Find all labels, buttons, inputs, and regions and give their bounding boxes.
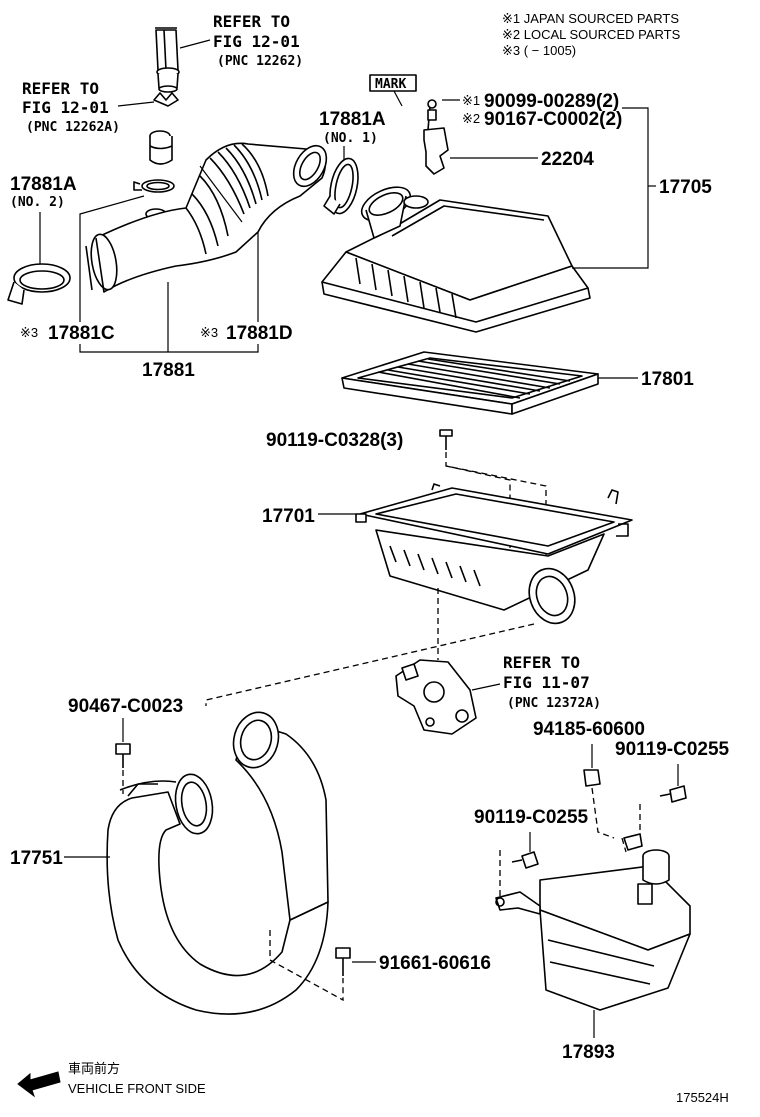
svg-text:(PNC 12262): (PNC 12262) [217, 54, 303, 69]
upper-hose-reference-drawing [155, 27, 180, 93]
part-90167-C0002: 90167-C0002(2) [484, 109, 622, 130]
screw-90119-c0328-drawing [439, 429, 453, 450]
intake-hose-drawing [106, 711, 329, 1015]
svg-text:(PNC 12262A): (PNC 12262A) [26, 120, 120, 135]
svg-text:FIG 11-07: FIG 11-07 [503, 673, 590, 692]
part-90099-00289: 90099-00289(2) [484, 91, 619, 112]
part-17881C: 17881C [48, 323, 115, 344]
part-17881D-prefix: ※3 [200, 325, 218, 340]
hose-connector-drawing [149, 130, 173, 165]
front-direction-arrow-icon [17, 1071, 61, 1098]
part-90119-C0328: 90119-C0328(3) [266, 430, 403, 451]
part-90467-C0023: 90467-C0023 [68, 696, 183, 717]
part-17881: 17881 [142, 360, 195, 381]
hose-clamp-no1-drawing [323, 157, 359, 215]
reference-fig-11-07: REFER TO FIG 11-07 (PNC 12372A) [471, 653, 601, 711]
reference-fig-12-01-upper: REFER TO FIG 12-01 (PNC 12262) [179, 12, 303, 69]
air-cleaner-case-drawing [355, 483, 633, 625]
part-17705: 17705 [659, 177, 712, 198]
nut-94185-drawing [583, 769, 601, 787]
part-90119-C0255-lower: 90119-C0255 [474, 807, 589, 828]
mark-label-box: MARK [369, 74, 417, 107]
part-90167-prefix: ※2 [462, 111, 480, 126]
resonator-drawing [495, 849, 691, 1011]
note-date-range: ※3 ( − 1005) [502, 43, 576, 58]
svg-text:(PNC 12372A): (PNC 12372A) [507, 696, 601, 711]
part-17701: 17701 [262, 506, 315, 527]
part-17881A-no1-sub: (NO. 1) [323, 131, 378, 146]
note-japan-sourced: ※1 JAPAN SOURCED PARTS [502, 11, 679, 26]
hose-clamp-no2-drawing [7, 263, 71, 305]
part-90099-prefix: ※1 [462, 93, 480, 108]
part-94185-60600: 94185-60600 [533, 719, 645, 740]
part-91661-60616: 91661-60616 [379, 953, 491, 974]
svg-text:REFER TO: REFER TO [503, 653, 580, 672]
bolt-90119-c0255-b-drawing [511, 851, 539, 869]
part-17893: 17893 [562, 1042, 615, 1063]
bracket-reference-drawing [395, 659, 477, 735]
bolt-90467-drawing [115, 743, 131, 768]
svg-text:REFER TO: REFER TO [22, 79, 99, 98]
svg-text:FIG 12-01: FIG 12-01 [22, 98, 109, 117]
part-90119-C0255-upper: 90119-C0255 [615, 739, 730, 760]
svg-text:MARK: MARK [375, 77, 406, 92]
air-cleaner-cap-drawing [321, 186, 591, 333]
reference-fig-12-01-lower: REFER TO FIG 12-01 (PNC 12262A) [22, 79, 155, 135]
air-flow-meter-drawing [423, 99, 449, 175]
part-17751: 17751 [10, 848, 63, 869]
air-filter-element-drawing [341, 351, 599, 415]
air-cleaner-hose-drawing [85, 142, 328, 293]
part-22204: 22204 [541, 149, 594, 170]
part-17881D: 17881D [226, 323, 293, 344]
hose-clip-drawing [153, 92, 179, 107]
part-17801: 17801 [641, 369, 694, 390]
part-17881A-no1: 17881A [319, 109, 386, 130]
svg-text:FIG 12-01: FIG 12-01 [213, 32, 300, 51]
illustration-code: 175524H [676, 1090, 729, 1105]
part-17881A-no2: 17881A [10, 174, 77, 195]
footer-vehicle-front-side: VEHICLE FRONT SIDE [68, 1081, 206, 1096]
bolt-91661-drawing [335, 947, 351, 976]
part-17881C-prefix: ※3 [20, 325, 38, 340]
bolt-90119-c0255-a-drawing [659, 785, 687, 803]
note-local-sourced: ※2 LOCAL SOURCED PARTS [502, 27, 681, 42]
svg-text:REFER TO: REFER TO [213, 12, 290, 31]
part-17881A-no2-sub: (NO. 2) [10, 195, 65, 210]
footer-jp-label: 車両前方 [68, 1061, 120, 1076]
